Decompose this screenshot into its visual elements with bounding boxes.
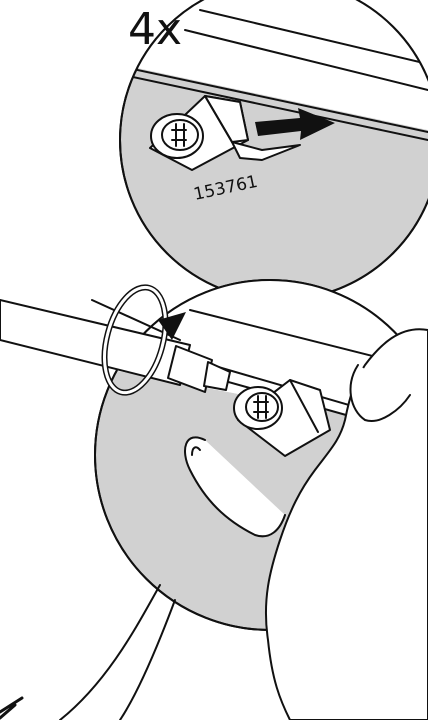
screw-head-top <box>150 113 204 159</box>
hand <box>264 328 428 721</box>
rotate-clockwise-icon <box>101 284 186 396</box>
angle-bracket-installed <box>237 379 331 457</box>
screwdriver-detail <box>0 279 428 721</box>
bracket-insert-detail: 153761 <box>119 0 428 301</box>
push-arrow-icon <box>255 108 335 140</box>
quantity-label: 4x <box>128 4 183 55</box>
screw-head-bottom <box>233 386 283 430</box>
screwdriver <box>0 299 231 393</box>
page-corner-edge <box>0 696 24 720</box>
